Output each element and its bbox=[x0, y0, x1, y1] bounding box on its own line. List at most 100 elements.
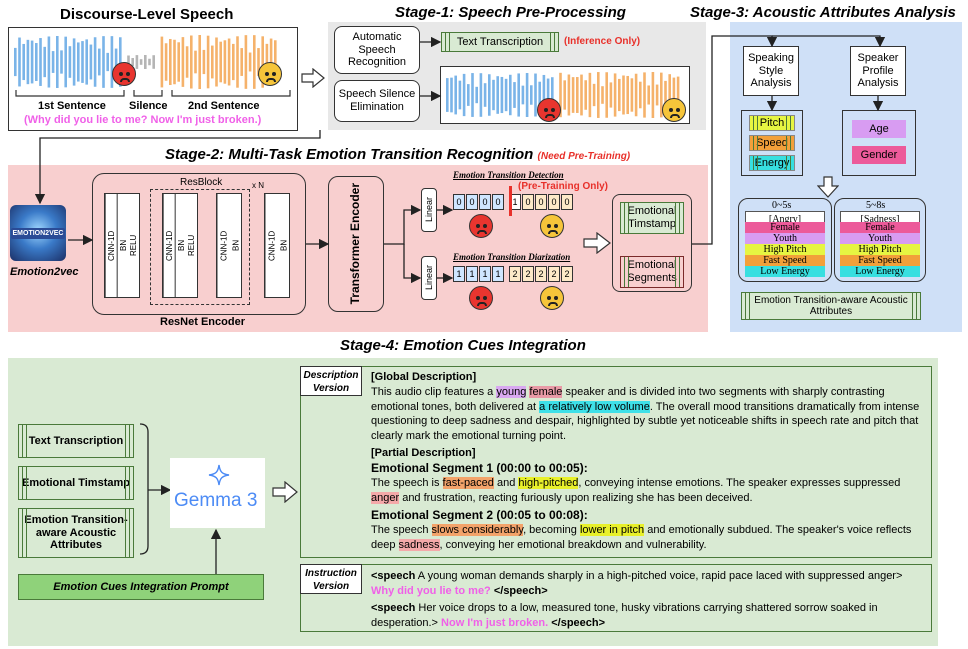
wave-bar bbox=[39, 38, 42, 86]
hl-female: female bbox=[529, 386, 563, 398]
wave-bar bbox=[504, 78, 508, 112]
wave-bar bbox=[114, 48, 118, 76]
angry-emoji-3 bbox=[469, 214, 493, 238]
prompt-box: Emotion Cues Integration Prompt bbox=[18, 574, 264, 600]
wave-bar bbox=[597, 72, 600, 118]
wave-bar bbox=[643, 72, 646, 118]
segment-b-energy: Low Energy bbox=[840, 266, 920, 277]
wave-bar bbox=[89, 44, 93, 80]
wave-bar bbox=[446, 78, 449, 112]
wave-bar bbox=[206, 35, 210, 89]
wave-bar bbox=[60, 50, 63, 74]
wave-bar bbox=[77, 42, 80, 82]
wave-bar bbox=[664, 80, 667, 110]
wave-bar bbox=[546, 78, 550, 112]
stage2-output-box bbox=[612, 194, 692, 292]
angry-emoji-2 bbox=[537, 98, 561, 122]
hl-anger: anger bbox=[371, 491, 400, 504]
global-heading: [Global Description] bbox=[371, 371, 477, 383]
wave-bar bbox=[190, 35, 193, 89]
wave-bar bbox=[525, 73, 529, 117]
label-cell: 1 bbox=[466, 266, 478, 282]
wave-bar bbox=[119, 37, 122, 87]
wave-bar bbox=[30, 40, 34, 84]
label-cell: 0 bbox=[453, 194, 465, 210]
wave-bar bbox=[513, 82, 516, 108]
diarization-label: Emotion Transition Diarization bbox=[453, 252, 571, 262]
resblock-label: ResBlock bbox=[180, 177, 223, 188]
wave-bar bbox=[471, 73, 474, 117]
wave-bar bbox=[613, 73, 617, 117]
speaking-style-box: Speaking Style Analysis bbox=[743, 46, 799, 96]
wave-bar bbox=[571, 77, 575, 113]
wave-bar bbox=[672, 77, 676, 113]
wave-bar bbox=[559, 72, 562, 118]
text-transcription-box: Text Transcription bbox=[441, 32, 559, 52]
hl-low-volume: a relatively low volume bbox=[539, 400, 650, 413]
angry-emoji-4 bbox=[469, 286, 493, 310]
wave-bar bbox=[651, 72, 655, 118]
sad-emoji-4 bbox=[540, 286, 564, 310]
description-panel bbox=[300, 366, 932, 558]
wave-bar bbox=[64, 36, 67, 88]
wave-bar bbox=[551, 77, 554, 113]
description-version-tag: Description Version bbox=[300, 366, 362, 396]
wave-bar bbox=[647, 85, 650, 105]
speed-chip: Speed bbox=[749, 135, 795, 151]
segment1-description: The speech is fast-paced and high-pitche… bbox=[371, 477, 901, 504]
wave-bar bbox=[567, 74, 571, 116]
wave-bar bbox=[18, 37, 21, 87]
label-cell: 0 bbox=[479, 194, 491, 210]
instruction-1: <speech A young woman demands sharply in… bbox=[371, 570, 903, 597]
stage2-note: (Need Pre-Training) bbox=[537, 151, 631, 162]
wave-bar bbox=[274, 40, 277, 84]
label-cell: 0 bbox=[466, 194, 478, 210]
aware-attributes-box: Emotion Transition-aware Acoustic Attrib… bbox=[741, 292, 921, 320]
linear-box-bottom: Linear bbox=[421, 256, 437, 300]
resnet-encoder-label: ResNet Encoder bbox=[160, 316, 245, 328]
wave-bar bbox=[269, 38, 273, 86]
hollow-arrow-2 bbox=[583, 232, 611, 254]
pretraining-only-label: (Pre-Training Only) bbox=[518, 181, 609, 192]
label-cell: 2 bbox=[522, 266, 534, 282]
hl-lower-pitch: lower in pitch bbox=[579, 524, 645, 536]
wave-bar bbox=[43, 46, 46, 78]
resblock-dashed bbox=[150, 189, 250, 305]
wave-bar bbox=[492, 79, 495, 111]
stage2-title: Stage-2: Multi-Task Emotion Transition R… bbox=[165, 146, 631, 163]
emotional-segments-box: Emotional Segments bbox=[620, 256, 684, 288]
segment-a-energy: Low Energy bbox=[745, 266, 825, 277]
wave-bar bbox=[85, 39, 88, 85]
wave-bar bbox=[538, 81, 541, 109]
segment-a-pitch: High Pitch bbox=[745, 244, 825, 255]
discourse-quote: (Why did you lie to me? Now I'm just bro… bbox=[24, 114, 262, 126]
segment-b-pitch: High Pitch bbox=[840, 244, 920, 255]
sad-emoji bbox=[258, 62, 282, 86]
label-cell: 0 bbox=[535, 194, 547, 210]
hollow-arrow-1 bbox=[301, 68, 325, 88]
emotion2vec-logo: EMOTION2VEC bbox=[10, 205, 66, 261]
wave-bar bbox=[127, 55, 130, 69]
angry-emoji bbox=[112, 62, 136, 86]
wave-bar bbox=[164, 43, 168, 81]
label-cell: 1 bbox=[453, 266, 465, 282]
label-cell: 2 bbox=[548, 266, 560, 282]
wave-bar bbox=[517, 73, 520, 117]
input-aware-attributes: Emotion Transition-aware Acoustic Attrib… bbox=[18, 508, 134, 558]
segment2-heading: Emotional Segment 2 (00:05 to 00:08): bbox=[371, 508, 588, 522]
wave-bar bbox=[81, 41, 84, 83]
age-chip: Age bbox=[852, 120, 906, 138]
wave-bar bbox=[211, 45, 214, 79]
wave-bar bbox=[248, 52, 252, 72]
wave-bar bbox=[240, 48, 243, 76]
hollow-arrow-3 bbox=[272, 481, 298, 503]
wave-bar bbox=[450, 77, 453, 113]
stage1-title: Stage-1: Speech Pre-Processing bbox=[395, 4, 626, 21]
wave-bar bbox=[588, 72, 592, 118]
wave-bar bbox=[106, 52, 109, 72]
wave-bar bbox=[576, 77, 579, 113]
segment1-heading: Emotional Segment 1 (00:00 to 00:05): bbox=[371, 461, 588, 475]
wave-bar bbox=[223, 40, 227, 84]
